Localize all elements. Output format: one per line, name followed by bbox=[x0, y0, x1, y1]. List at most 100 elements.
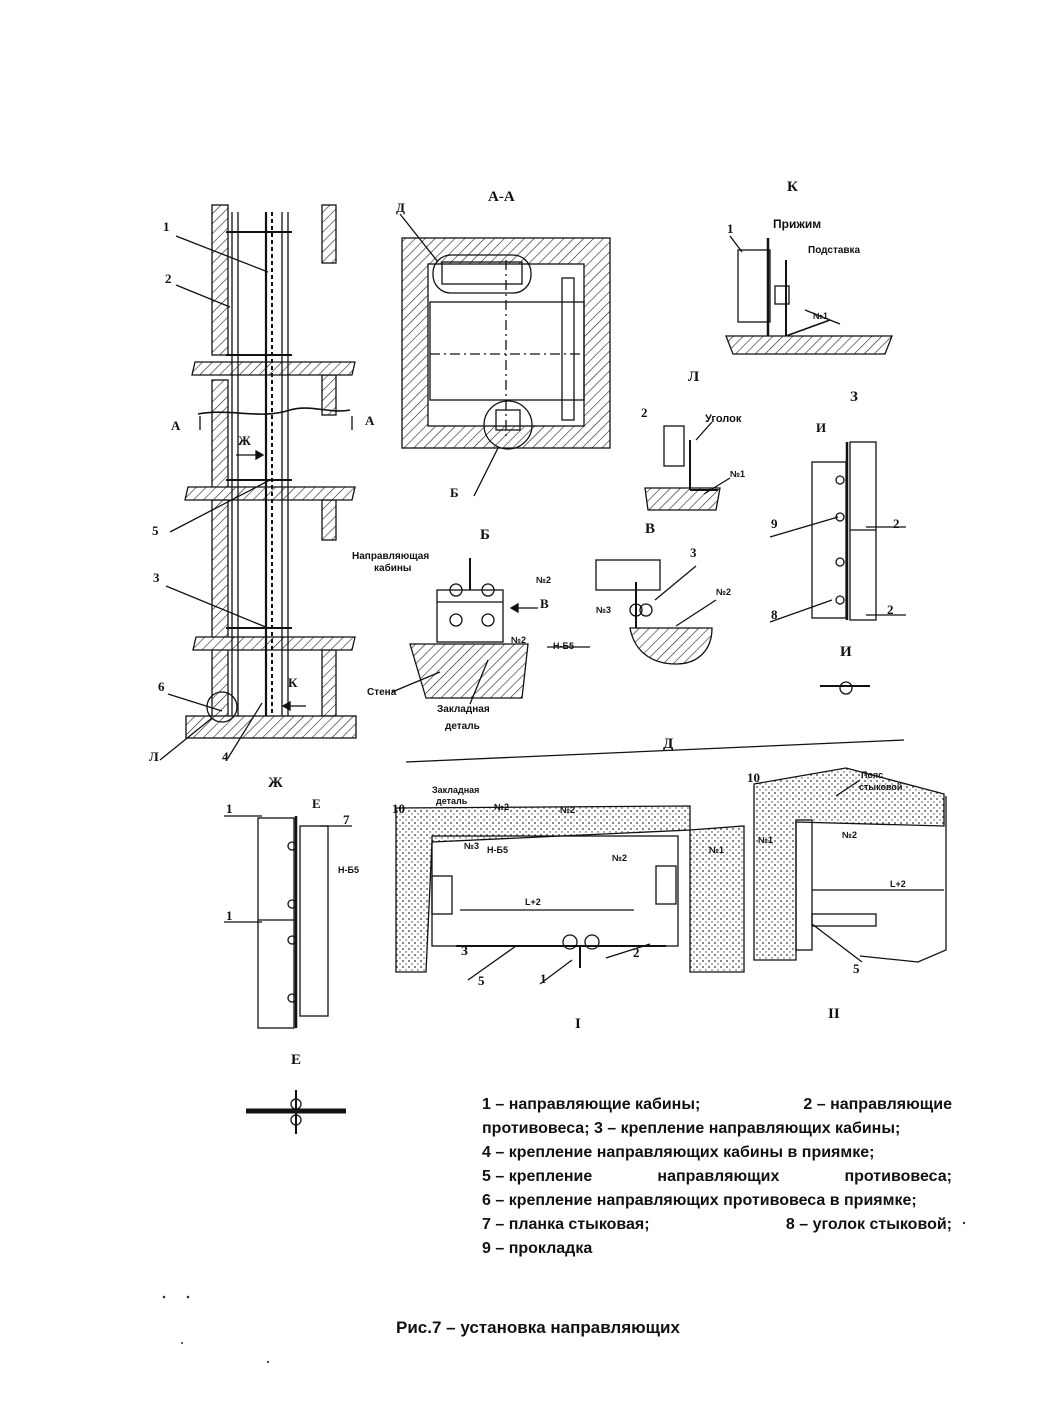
legend-item-5a: 5 – крепление bbox=[482, 1168, 593, 1185]
view-k bbox=[725, 235, 893, 355]
legend-row-1: 1 – направляющие кабины; 2 – направляющи… bbox=[482, 1093, 952, 1117]
note-d-h5: Н-Б5 bbox=[487, 845, 508, 855]
section-mark-a-right: А bbox=[365, 413, 375, 428]
note-d-no2c: №2 bbox=[612, 853, 628, 863]
section-mark-z: З bbox=[461, 943, 468, 958]
legend-row-5: 6 – крепление направляющих противовеса в… bbox=[482, 1192, 917, 1209]
note-napr-kabiny-1: Направляющая bbox=[352, 551, 430, 562]
view-zh bbox=[224, 815, 352, 1134]
view-d-i bbox=[395, 805, 745, 985]
legend-row-3: 4 – крепление направляющих кабины в прия… bbox=[482, 1144, 875, 1161]
callout-d-2: 2 bbox=[633, 945, 640, 960]
section-mark-k: К bbox=[288, 675, 298, 690]
view-label-b: Б bbox=[480, 527, 490, 543]
callout-2: 2 bbox=[165, 271, 172, 286]
callout-z-9: 9 bbox=[771, 516, 778, 531]
view-label-l: Л bbox=[688, 369, 700, 385]
callout-z-2a: 2 bbox=[893, 516, 900, 531]
legend-item-8: 8 – уголок стыковой; bbox=[785, 1216, 952, 1233]
view-label-v: В bbox=[645, 521, 656, 537]
note-ugolok: Уголок bbox=[705, 413, 742, 425]
note-poyas-1: Пояс bbox=[861, 770, 884, 780]
note-napr-kabiny-2: кабины bbox=[374, 563, 412, 574]
view-label-d: Д bbox=[663, 736, 674, 752]
view-label-e: Е bbox=[291, 1052, 302, 1068]
note-b-no2b: №2 bbox=[511, 635, 527, 645]
note-l-no1: №1 bbox=[730, 469, 746, 479]
note-zakladnaya-b-1: Закладная bbox=[437, 704, 490, 715]
section-mark-zh: Ж bbox=[238, 433, 251, 448]
view-label-i: И bbox=[840, 644, 852, 660]
callout-zh-1b: 1 bbox=[226, 908, 233, 923]
note-ii-no1: №1 bbox=[758, 835, 774, 845]
note-d-lplus2: L+2 bbox=[525, 897, 541, 907]
note-k-no1: №1 bbox=[813, 311, 829, 321]
view-label-zh: Ж bbox=[268, 775, 283, 791]
view-b bbox=[391, 558, 590, 705]
callout-3: 3 bbox=[153, 570, 160, 585]
section-mark-b: Б bbox=[450, 485, 459, 500]
callout-zh-1a: 1 bbox=[226, 801, 233, 816]
callout-5: 5 bbox=[152, 523, 159, 538]
callout-k-1: 1 bbox=[727, 221, 734, 236]
view-ii bbox=[753, 767, 947, 963]
callout-d-5: 5 bbox=[478, 973, 485, 988]
callout-l-2: 2 bbox=[641, 405, 648, 420]
view-label-z: З bbox=[850, 389, 858, 405]
callout-ii-10: 10 bbox=[747, 770, 760, 785]
view-label-aa: А-А bbox=[488, 189, 515, 205]
legend-row-4: 5 – крепление направляющих противовеса; bbox=[482, 1165, 952, 1189]
legend-row-7: 9 – прокладка bbox=[482, 1240, 593, 1257]
callout-ii-5: 5 bbox=[853, 961, 860, 976]
note-ii-no2: №2 bbox=[842, 830, 858, 840]
section-aa-plan bbox=[399, 213, 611, 497]
view-z bbox=[769, 441, 906, 695]
note-d-no2b: №2 bbox=[560, 805, 576, 815]
legend-row-6: 7 – планка стыковая; 8 – уголок стыковой… bbox=[482, 1213, 952, 1237]
view-l bbox=[644, 421, 731, 511]
section-mark-e: Е bbox=[312, 796, 321, 811]
note-zakladnaya-d-1: Закладная bbox=[432, 785, 480, 795]
note-ii-lplus2: L+2 bbox=[890, 879, 906, 889]
separator-line bbox=[405, 739, 905, 763]
figure-caption: Рис.7 – установка направляющих bbox=[396, 1318, 680, 1337]
callout-1: 1 bbox=[163, 219, 170, 234]
note-zh-h5: Н-Б5 bbox=[338, 865, 359, 875]
section-mark-v: В bbox=[540, 596, 549, 611]
view-v bbox=[595, 559, 717, 665]
legend-item-5b: направляющих bbox=[657, 1168, 780, 1185]
note-d-no2a: №2 bbox=[494, 802, 510, 812]
legend-item-1: 1 – направляющие кабины; bbox=[482, 1096, 701, 1113]
note-poyas-2: стыковой bbox=[859, 782, 903, 792]
shaft-elevation bbox=[159, 204, 357, 761]
note-stena: Стена bbox=[367, 687, 397, 698]
callout-d-1: 1 bbox=[540, 971, 547, 986]
legend-item-7: 7 – планка стыковая; bbox=[482, 1216, 650, 1233]
view-label-k: К bbox=[787, 179, 798, 195]
note-prizhim: Прижим bbox=[773, 217, 822, 231]
note-v-no2: №2 bbox=[716, 587, 732, 597]
note-zakladnaya-d-2: деталь bbox=[436, 796, 468, 806]
note-podstavka: Подставка bbox=[808, 245, 861, 256]
section-mark-d: Д bbox=[396, 200, 405, 215]
callout-6: 6 bbox=[158, 679, 165, 694]
callout-z-2b: 2 bbox=[887, 602, 894, 617]
section-mark-i: И bbox=[816, 420, 827, 435]
legend: 1 – направляющие кабины; 2 – направляющи… bbox=[482, 1093, 952, 1261]
legend-item-5c: противовеса; bbox=[844, 1168, 952, 1185]
note-zakladnaya-b-2: деталь bbox=[445, 721, 480, 732]
view-label-roman1: I bbox=[575, 1016, 581, 1032]
callout-zh-7: 7 bbox=[343, 812, 350, 827]
section-mark-a-left: А bbox=[171, 418, 181, 433]
legend-row-2: противовеса; 3 – крепление направляющих … bbox=[482, 1120, 901, 1137]
note-d-no1: №1 bbox=[709, 845, 725, 855]
view-label-roman2: II bbox=[828, 1006, 840, 1022]
note-b-no2: №2 bbox=[536, 575, 552, 585]
callout-4: 4 bbox=[222, 749, 229, 764]
scan-specks bbox=[162, 1221, 966, 1364]
callout-v-3: 3 bbox=[690, 545, 697, 560]
note-b-h5: Н-Б5 bbox=[553, 641, 574, 651]
note-v-no3: №3 bbox=[596, 605, 612, 615]
note-d-no3: №3 bbox=[464, 841, 480, 851]
